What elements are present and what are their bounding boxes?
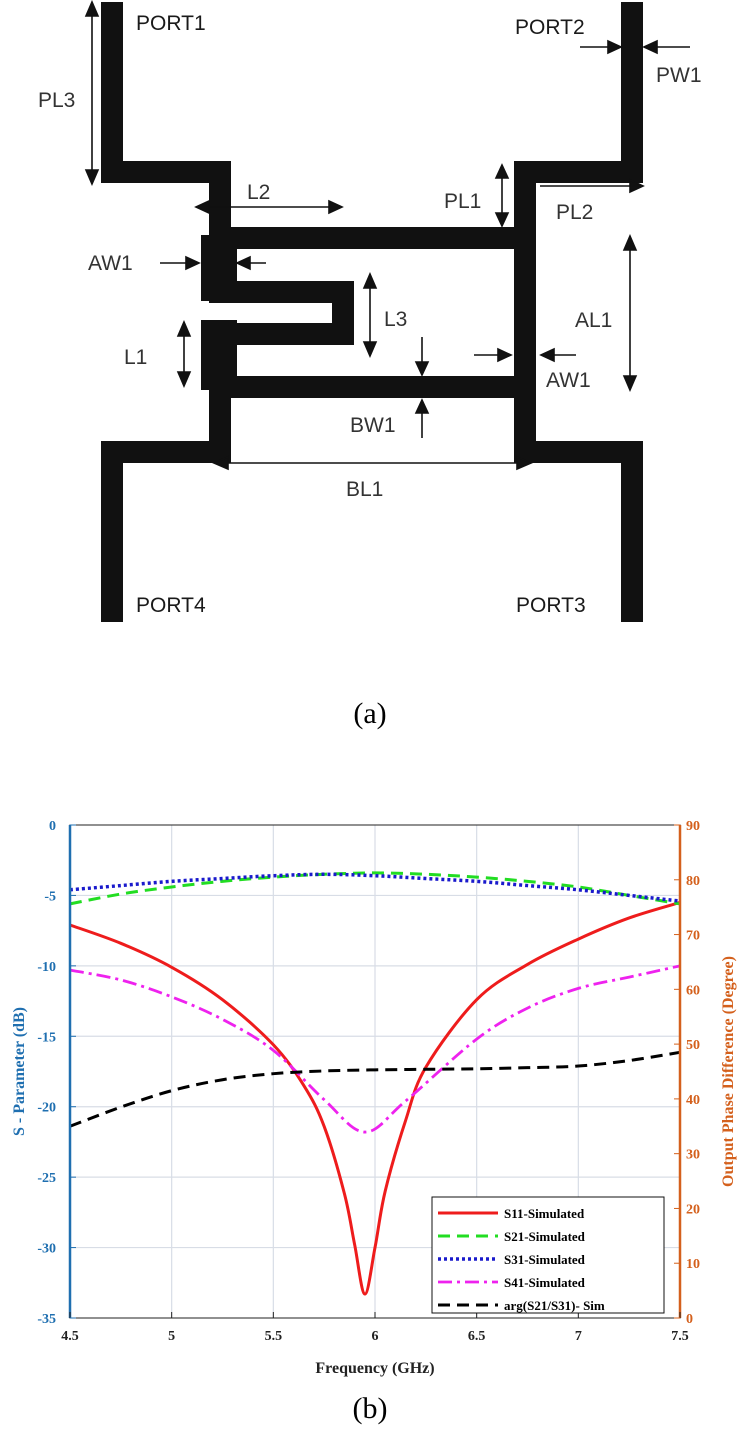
- bw1-arrow-top-head: [414, 361, 430, 377]
- y2-tick-label: 10: [686, 1257, 700, 1272]
- s-parameter-chart: 4.5 5 5.5 6 6.5 7 7.5 0 -5 -10 -15 -20 -25 -30 -35 90 80…: [11, 819, 737, 1377]
- legend-box: [431, 1196, 665, 1314]
- caption-a: (a): [353, 697, 386, 730]
- al1-arrow-head-bottom: [622, 375, 638, 393]
- aw1-right-label: AW1: [546, 369, 591, 392]
- y2-tick-label: 60: [686, 983, 700, 998]
- pl3-arrow-head-top: [84, 0, 100, 17]
- left-arm-fill-lower: [201, 320, 237, 390]
- l2-label: L2: [247, 181, 270, 204]
- pw1-arrow-right-head: [642, 39, 658, 55]
- aw1-left-arrow-a-head: [185, 255, 201, 271]
- x-axis-title: Frequency (GHz): [315, 1360, 434, 1377]
- l3-label: L3: [384, 308, 407, 331]
- aw1-left-label: AW1: [88, 252, 133, 275]
- bl1-arrow-head-left: [211, 455, 229, 471]
- bw1-label: BW1: [350, 414, 396, 437]
- coupler-layout: PORT1 PORT2 PORT4 PORT3 PL3 PW1 L2 PL1 P…: [38, 0, 702, 730]
- pw1-label: PW1: [656, 64, 702, 87]
- l1-arrow-head-bottom: [176, 371, 192, 389]
- y2-tick-label: 50: [686, 1038, 700, 1053]
- y-tick-label: -15: [37, 1030, 56, 1045]
- l2-arrow-head-left: [194, 199, 210, 215]
- y-tick-label: -30: [37, 1242, 56, 1257]
- pl2-label: PL2: [556, 201, 593, 224]
- x-tick-label: 5.5: [265, 1329, 283, 1344]
- bl1-label: BL1: [346, 478, 383, 501]
- pl3-label: PL3: [38, 89, 75, 112]
- series-line-1: [69, 901, 681, 1296]
- layout-labels: PORT1 PORT2 PORT4 PORT3 PL3 PW1 L2 PL1 P…: [38, 12, 702, 617]
- port3-label: PORT3: [516, 594, 586, 617]
- y2-tick-label: 40: [686, 1093, 700, 1108]
- series-line-4: [69, 964, 681, 1134]
- port4-label: PORT4: [136, 594, 206, 617]
- x-tick-label: 5: [168, 1329, 175, 1344]
- l1-arrow-head-top: [176, 319, 192, 337]
- x-tick-label: 6: [372, 1329, 379, 1344]
- port2-feedline: [514, 2, 643, 238]
- l2-arrow-head-right: [328, 199, 344, 215]
- port3-feedline: [514, 385, 643, 622]
- x-tick-label: 4.5: [61, 1329, 79, 1344]
- right-axis-title: Output Phase Difference (Degree): [720, 956, 737, 1187]
- port1-feedline: [101, 2, 231, 238]
- left-axis-title: S - Parameter (dB): [11, 1007, 28, 1136]
- aw1-right-arrow-a-head: [497, 347, 513, 363]
- l3-arrow-head-bottom: [362, 341, 378, 359]
- series-line-5: [69, 1050, 681, 1128]
- left-meander-arm: [209, 227, 354, 396]
- y-tick-label: -35: [37, 1312, 56, 1327]
- chart-ticks: 4.5 5 5.5 6 6.5 7 7.5 0 -5 -10 -15 -20 -25 -30 -35 90 80…: [37, 819, 700, 1344]
- x-tick-label: 7.5: [671, 1329, 689, 1344]
- legend-label: S11-Simulated: [504, 1206, 585, 1221]
- y2-tick-label: 0: [686, 1312, 693, 1327]
- legend-label: S41-Simulated: [504, 1275, 586, 1290]
- bottom-branch: [209, 376, 536, 398]
- left-arm-fill: [201, 235, 237, 301]
- aw1-right-arrow-b-head: [539, 347, 555, 363]
- legend-label: S31-Simulated: [504, 1252, 586, 1267]
- y2-tick-label: 20: [686, 1202, 700, 1217]
- chart-series: [69, 871, 681, 1296]
- microstrip-traces: [101, 2, 643, 622]
- y-tick-label: -10: [37, 960, 56, 975]
- pl2-arrow-head: [629, 178, 645, 194]
- legend-label: arg(S21/S31)- Sim: [504, 1298, 605, 1313]
- series-line-2: [69, 871, 681, 906]
- bl1-arrow-head-right: [516, 455, 534, 471]
- port1-label: PORT1: [136, 12, 206, 35]
- x-tick-label: 7: [575, 1329, 582, 1344]
- bw1-arrow-bottom-head: [414, 398, 430, 414]
- pl3-arrow-head-bottom: [84, 169, 100, 187]
- y2-tick-label: 70: [686, 929, 700, 944]
- pl1-label: PL1: [444, 190, 481, 213]
- y2-tick-label: 30: [686, 1148, 700, 1163]
- legend-label: S21-Simulated: [504, 1229, 586, 1244]
- dimension-arrows: [84, 0, 690, 471]
- series-line-3: [69, 872, 681, 903]
- chart-legend: S11-SimulatedS21-SimulatedS31-SimulatedS…: [431, 1196, 665, 1314]
- al1-arrow-head-top: [622, 233, 638, 251]
- pl1-arrow-head-bottom: [494, 212, 510, 228]
- al1-label: AL1: [575, 309, 612, 332]
- l1-label: L1: [124, 346, 147, 369]
- y-tick-label: -25: [37, 1171, 56, 1186]
- pw1-arrow-left-head: [607, 39, 623, 55]
- l3-arrow-head-top: [362, 271, 378, 289]
- pl1-arrow-head-top: [494, 163, 510, 179]
- caption-b: (b): [353, 1392, 388, 1425]
- y-tick-label: -5: [44, 889, 56, 904]
- y2-tick-label: 80: [686, 874, 700, 889]
- port2-label: PORT2: [515, 16, 585, 39]
- aw1-left-arrow-b-head: [235, 255, 251, 271]
- y-tick-label: 0: [49, 819, 56, 834]
- x-tick-label: 6.5: [468, 1329, 486, 1344]
- port4-feedline: [101, 385, 231, 622]
- y-tick-label: -20: [37, 1101, 56, 1116]
- y2-tick-label: 90: [686, 819, 700, 834]
